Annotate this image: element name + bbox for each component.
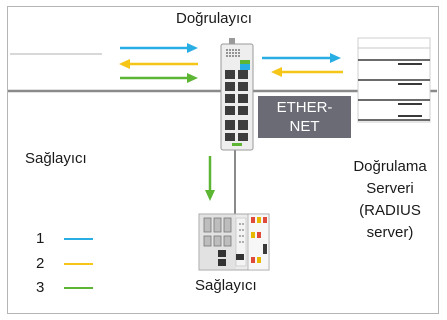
legend-number-3: 3 — [36, 279, 45, 296]
authenticator-title: Doğrulayıcı — [176, 10, 252, 27]
plc-controller-icon — [198, 213, 270, 271]
server-label-line: (RADIUS — [359, 202, 421, 219]
server-label-line: Doğrulama — [353, 158, 427, 175]
server-rack-icon — [357, 37, 431, 123]
ethernet-label-line2: NET — [289, 118, 320, 135]
server-label-line: Serveri — [366, 180, 414, 197]
arrow-3-green-down — [205, 156, 215, 201]
ethernet-label-line1: ETHER- — [276, 99, 333, 116]
arrow-1-blue-right — [120, 43, 198, 53]
server-label-line: server) — [366, 224, 414, 241]
arrow-2-yellow-left — [119, 59, 198, 69]
arrow-1-blue-right-server — [262, 53, 341, 63]
supplicant-bottom-label: Sağlayıcı — [195, 277, 257, 294]
arrow-2-yellow-left-server — [271, 67, 343, 77]
network-switch-icon — [220, 38, 254, 151]
ethernet-box — [258, 96, 351, 138]
legend-number-1: 1 — [36, 230, 45, 247]
auth-server-label: Doğrulama Serveri (RADIUS server) — [334, 156, 446, 244]
arrow-3-green-right — [120, 73, 198, 83]
supplicant-left-label: Sağlayıcı — [25, 150, 87, 167]
ethernet-label: ETHER- NET — [258, 98, 351, 136]
legend-number-2: 2 — [36, 255, 45, 272]
